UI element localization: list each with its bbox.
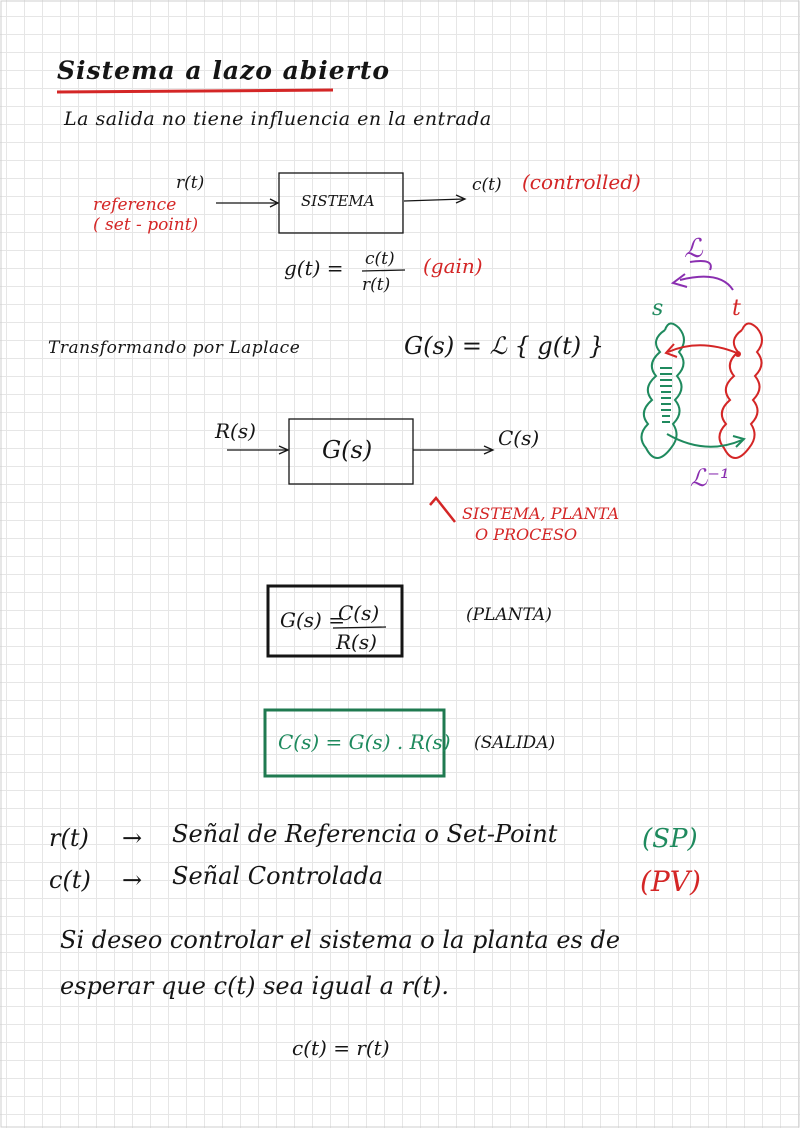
sistema-note-line1: SISTEMA, PLANTA bbox=[462, 504, 619, 523]
def-pv-arrow: → bbox=[122, 866, 143, 894]
s-to-t-arrow bbox=[666, 433, 743, 448]
gs-block bbox=[288, 418, 414, 485]
laplace-operator: ℒ bbox=[684, 234, 703, 264]
sistema-block-label: SISTEMA bbox=[301, 192, 375, 210]
controlled-note: (controlled) bbox=[522, 170, 641, 194]
def-pv-text: Señal Controlada bbox=[172, 862, 384, 890]
output-eq-note: (SALIDA) bbox=[474, 733, 556, 753]
conclusion-line1: Si deseo controlar el sistema o la plant… bbox=[60, 926, 621, 954]
plant-fraction-bar bbox=[332, 626, 387, 629]
plant-eq-denominator: R(s) bbox=[336, 630, 377, 654]
gain-lhs: g(t) = bbox=[284, 256, 344, 280]
t-domain-shape bbox=[718, 322, 763, 459]
gain-denominator: r(t) bbox=[362, 275, 391, 295]
laplace-forward-arrowhead bbox=[670, 273, 688, 288]
reference-note-line2: ( set - point) bbox=[93, 215, 199, 235]
output-arrow-line bbox=[403, 198, 465, 202]
plant-eq-numerator: C(s) bbox=[338, 601, 380, 625]
t-domain-label: t bbox=[732, 296, 741, 321]
def-sp-text: Señal de Referencia o Set-Point bbox=[172, 820, 558, 848]
rs-label: R(s) bbox=[215, 419, 256, 443]
inverse-laplace-operator: ℒ⁻¹ bbox=[690, 464, 730, 492]
input-arrowhead bbox=[269, 198, 280, 208]
title-underline bbox=[56, 88, 334, 94]
laplace-forward-arrow bbox=[679, 275, 734, 291]
cs-arrowhead bbox=[483, 445, 495, 455]
plant-eq-note: (PLANTA) bbox=[466, 605, 552, 625]
def-sp-arrow: → bbox=[122, 824, 143, 852]
gain-note: (gain) bbox=[423, 254, 483, 278]
def-pv-symbol: c(t) bbox=[49, 866, 91, 894]
transform-label: Transformando por Laplace bbox=[48, 338, 301, 358]
laplace-top-line bbox=[689, 260, 712, 271]
t-to-s-arrow bbox=[667, 344, 738, 354]
output-equation: C(s) = G(s) . R(s) bbox=[278, 730, 451, 754]
output-arrowhead bbox=[455, 194, 467, 204]
conclusion-equation: c(t) = r(t) bbox=[292, 1036, 390, 1060]
input-signal-label: r(t) bbox=[176, 173, 205, 193]
page-subtitle: La salida no tiene influencia en la entr… bbox=[64, 108, 492, 130]
t-to-s-arrowhead bbox=[664, 343, 678, 358]
t-point bbox=[735, 351, 741, 357]
def-sp-tag: (SP) bbox=[642, 824, 698, 854]
sistema-pointer bbox=[429, 496, 456, 523]
gain-numerator: c(t) bbox=[365, 249, 395, 269]
transform-equation: G(s) = ℒ { g(t) } bbox=[404, 332, 605, 360]
output-signal-label: c(t) bbox=[472, 175, 502, 195]
plant-eq-box bbox=[266, 584, 404, 658]
gain-fraction-bar bbox=[361, 269, 406, 272]
s-to-t-arrowhead bbox=[732, 435, 746, 448]
sistema-note-line2: O PROCESO bbox=[475, 525, 578, 544]
output-eq-box bbox=[263, 708, 446, 778]
plant-eq-lhs: G(s) = bbox=[280, 608, 345, 632]
s-domain-hatch bbox=[660, 367, 672, 423]
rs-arrowhead bbox=[278, 445, 290, 455]
conclusion-line2: esperar que c(t) sea igual a r(t). bbox=[60, 972, 450, 1000]
s-domain-shape bbox=[640, 322, 685, 459]
reference-note-line1: reference bbox=[93, 195, 177, 215]
page-title: Sistema a lazo abierto bbox=[57, 56, 391, 85]
def-sp-symbol: r(t) bbox=[49, 824, 89, 852]
cs-label: C(s) bbox=[498, 426, 540, 450]
def-pv-tag: (PV) bbox=[640, 865, 701, 898]
s-domain-label: s bbox=[652, 296, 664, 321]
gs-block-label: G(s) bbox=[322, 436, 373, 464]
